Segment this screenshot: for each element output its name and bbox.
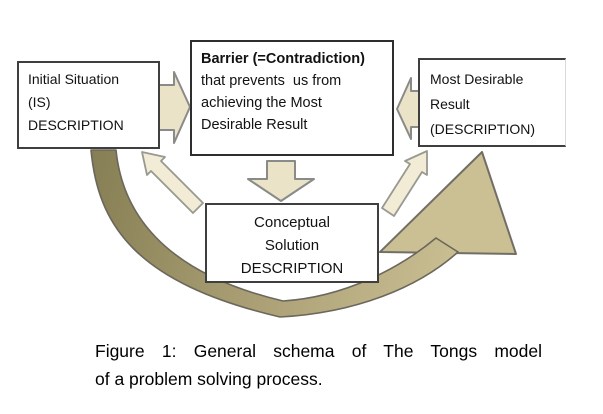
box-text-line: (IS) [28, 94, 51, 110]
figure-caption-line-2: of a problem solving process. [95, 368, 323, 389]
box-text-line: that prevents us from [201, 73, 342, 89]
box-text-line: Initial Situation [28, 71, 120, 87]
most-desirable-result-box: Most Desirable Result (DESCRIPTION) [418, 58, 566, 147]
conceptual-solution-box: Conceptual Solution DESCRIPTION [205, 203, 379, 283]
initial-situation-box: Initial Situation (IS) DESCRIPTION [17, 61, 160, 149]
box-text-line: DESCRIPTION [28, 117, 124, 133]
tongs-curve-arrow-icon [90, 149, 459, 318]
figure-caption-line-1: Figure 1: General schema of The Tongs mo… [95, 341, 542, 361]
arrow-left-icon [396, 77, 420, 140]
tongs-diagram-arrows [90, 71, 517, 318]
barrier-box: Barrier (=Contradiction) that prevents u… [190, 40, 394, 156]
arrow-right-icon [158, 71, 191, 144]
box-text-line: Conceptual [254, 214, 330, 231]
box-text-line: Most Desirable [430, 71, 524, 87]
box-text-line: achieving the Most [201, 95, 322, 111]
arrow-up-left-icon [141, 151, 204, 214]
box-text-line: Desirable Result [201, 117, 308, 133]
box-text-line: Result [430, 96, 470, 112]
box-text-line: DESCRIPTION [240, 260, 344, 277]
box-text-line: Solution [264, 237, 320, 254]
box-text-line: (DESCRIPTION) [430, 121, 535, 137]
barrier-title: Barrier (=Contradiction) [201, 51, 365, 67]
arrow-up-right-icon [381, 150, 428, 217]
figure-caption: Figure 1: General schema of The Tongs mo… [95, 338, 542, 393]
arrow-down-icon [247, 160, 315, 202]
